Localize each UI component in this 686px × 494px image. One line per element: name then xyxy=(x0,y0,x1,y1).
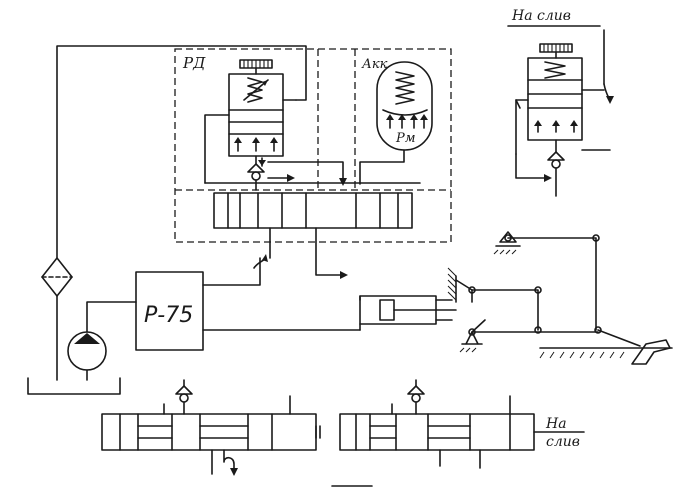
drain-label-bottom-1: На xyxy=(545,416,567,432)
drain-label-bottom-2: слив xyxy=(546,434,580,450)
control-block-boundary xyxy=(174,48,452,243)
bottom-right-valve: На слив xyxy=(339,379,585,469)
pressure-regulator xyxy=(204,59,347,191)
accumulator: Рм xyxy=(359,61,433,185)
left-supply-line xyxy=(56,45,307,381)
bottom-left-valve xyxy=(101,379,321,476)
filter-symbol xyxy=(41,257,73,297)
main-spool-valve xyxy=(204,182,421,279)
pedal-linkage xyxy=(447,231,673,365)
p75-block: Р-75 xyxy=(135,254,361,351)
pm-label: Рм xyxy=(395,131,416,146)
rd-label: РД xyxy=(182,54,206,72)
tank-symbol xyxy=(27,377,121,395)
hydraulic-cylinder xyxy=(359,295,457,331)
akk-label: Акк xyxy=(361,57,388,72)
top-right-valve: На слив xyxy=(507,8,614,197)
p75-label: Р-75 xyxy=(144,303,193,328)
drain-label-top: На слив xyxy=(511,8,571,24)
pump-symbol xyxy=(67,301,137,381)
